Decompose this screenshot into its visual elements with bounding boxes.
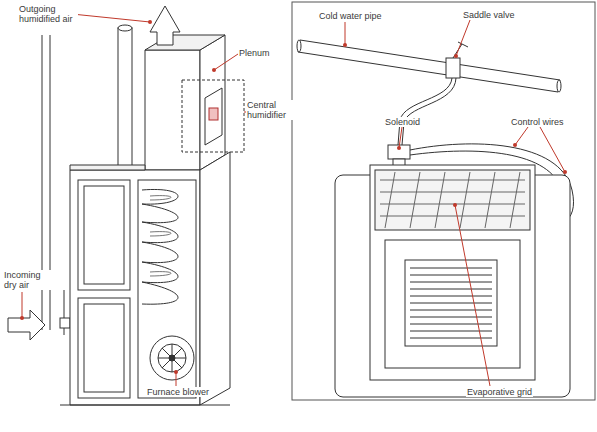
evaporative-mesh xyxy=(380,172,525,228)
upper-panel-inset xyxy=(84,186,124,284)
blower-hub xyxy=(169,355,175,361)
leader-line xyxy=(399,127,402,148)
flue-pipe xyxy=(118,28,132,170)
pipe-end xyxy=(297,40,301,52)
leader-line xyxy=(72,14,150,22)
leader-dot xyxy=(148,20,152,24)
part-label: Central humidifier xyxy=(246,100,296,120)
leader-dot xyxy=(343,43,347,47)
part-label: Solenoid xyxy=(384,117,421,127)
humidifier-unit xyxy=(205,88,222,145)
louver-slats xyxy=(410,268,492,338)
part-label: Incoming dry air xyxy=(3,270,51,290)
leader-dot xyxy=(397,146,401,150)
part-label: Cold water pipe xyxy=(318,11,383,21)
evaporative-tray xyxy=(375,170,530,230)
flue-top xyxy=(118,25,132,31)
cutaway xyxy=(138,180,196,398)
cabinet-front xyxy=(70,170,200,405)
front-frame xyxy=(385,240,520,368)
leader-dot xyxy=(174,370,178,374)
furnace xyxy=(8,6,244,405)
leader-line xyxy=(456,20,470,56)
solenoid xyxy=(388,145,410,159)
leader-line xyxy=(345,22,346,45)
leader-dot xyxy=(20,316,24,320)
detail-panel xyxy=(292,2,595,400)
blower-wheel xyxy=(158,344,186,372)
saddle-valve xyxy=(446,58,460,78)
leader-line xyxy=(515,127,528,145)
floor-line xyxy=(60,405,230,406)
humidifier-case xyxy=(370,165,535,380)
leader-dot xyxy=(563,170,567,174)
part-label: Control wires xyxy=(510,117,565,127)
dashed-highlight xyxy=(182,80,244,152)
supply-tube xyxy=(398,78,452,145)
cabinet-side xyxy=(200,152,230,405)
upper-panel xyxy=(78,180,130,290)
humidifier-detail xyxy=(209,108,218,120)
leader-line xyxy=(22,292,23,318)
blower-housing xyxy=(150,336,194,380)
part-label: Evaporative grid xyxy=(466,387,533,397)
water-pipe xyxy=(298,40,560,92)
leader-dot xyxy=(212,68,216,72)
leader-line xyxy=(214,54,238,70)
leader-dot xyxy=(513,143,517,147)
supply-tube xyxy=(402,78,456,145)
gas-valve xyxy=(60,318,70,328)
pipe-end xyxy=(557,80,561,92)
cabinet-top xyxy=(70,165,145,170)
heat-exchanger xyxy=(142,189,178,304)
part-label: Outgoing humidified air xyxy=(18,4,78,24)
louver-grille xyxy=(405,260,497,346)
leader-dots xyxy=(20,20,567,374)
blower-vanes xyxy=(158,344,186,372)
leader-line xyxy=(455,205,490,386)
exchanger-shading xyxy=(150,196,171,276)
outgoing-air-arrow xyxy=(150,6,180,45)
part-label: Saddle valve xyxy=(462,10,516,20)
leader-line xyxy=(176,372,177,386)
lower-panel-inset xyxy=(84,304,124,392)
leader-lines xyxy=(22,14,565,386)
plenum-side xyxy=(200,35,225,170)
leader-line xyxy=(540,127,565,172)
incoming-air-arrow xyxy=(8,310,45,340)
leader-dot xyxy=(454,54,458,58)
lower-panel xyxy=(78,298,130,398)
part-label: Furnace blower xyxy=(146,387,210,397)
detail-frame xyxy=(292,2,595,400)
part-label: Plenum xyxy=(238,48,271,58)
leader-dot xyxy=(453,203,457,207)
